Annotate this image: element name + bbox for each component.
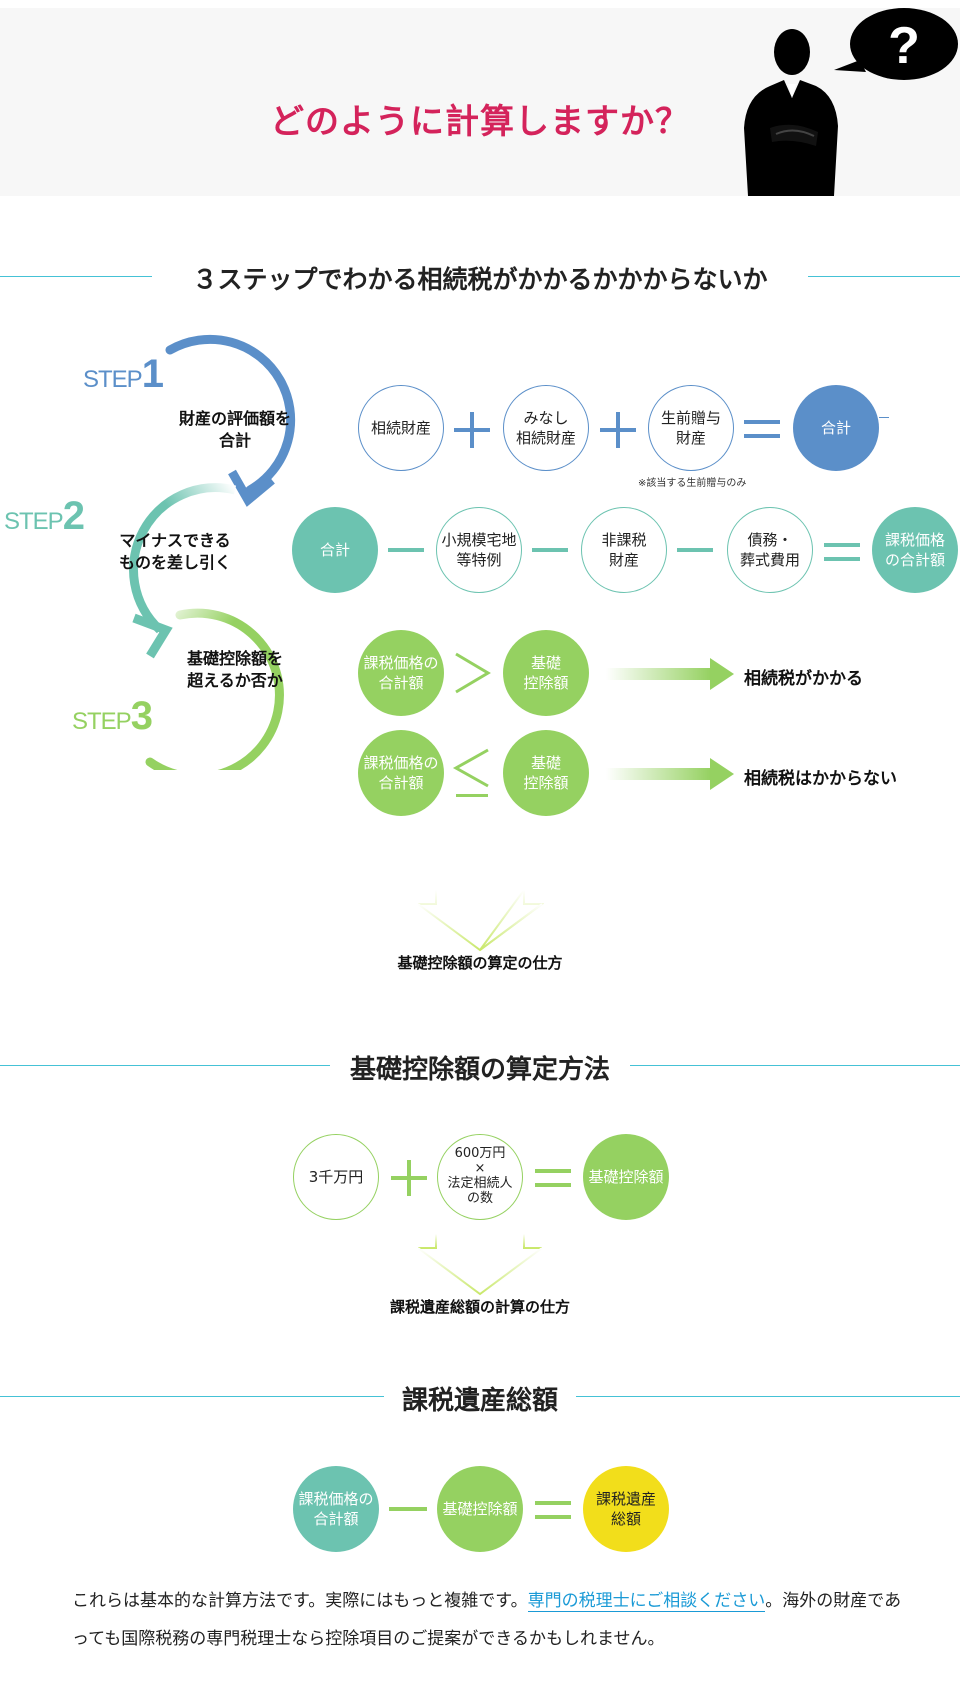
step1-text: 財産の評価額を 合計 bbox=[178, 409, 291, 451]
row2-debt-funeral: 債務・ 葬式費用 bbox=[727, 507, 813, 593]
step3-text: 基礎控除額を 超えるか否か bbox=[186, 649, 283, 691]
formula3-taxable-total: 課税価格の 合計額 bbox=[293, 1466, 379, 1552]
chevron-down-icon bbox=[417, 1234, 543, 1296]
minus-icon bbox=[388, 548, 424, 552]
down2-label: 課税遺産総額の計算の仕方 bbox=[389, 1298, 570, 1316]
step2-label: STEP2 bbox=[4, 494, 85, 538]
section2-title: 基礎控除額の算定方法 bbox=[349, 1055, 610, 1085]
compare2-basic-deduction: 基礎 控除額 bbox=[503, 730, 589, 816]
step2-text: マイナスできる ものを差し引く bbox=[118, 531, 231, 573]
section3-title: 課税遺産総額 bbox=[401, 1386, 558, 1416]
minus-icon bbox=[677, 548, 713, 552]
equals-icon bbox=[535, 1501, 571, 1519]
row2-taxable-total: 課税価格 の合計額 bbox=[872, 507, 958, 593]
row1-inheritance-property: 相続財産 bbox=[358, 385, 444, 471]
formula3-taxable-estate: 課税遺産 総額 bbox=[583, 1466, 669, 1552]
step3-label: STEP3 bbox=[72, 694, 153, 738]
formula3-basic-deduction: 基礎控除額 bbox=[437, 1466, 523, 1552]
chevron-down-icon bbox=[417, 888, 544, 952]
plus-icon bbox=[454, 412, 490, 448]
hero-banner: どのように計算しますか？ ? bbox=[0, 8, 960, 196]
row2-tax-exempt-property: 非課税 財産 bbox=[581, 507, 667, 593]
equals-icon bbox=[535, 1169, 571, 1187]
compare1-result: 相続税がかかる bbox=[744, 669, 863, 689]
row1-note: ※該当する生前贈与のみ bbox=[638, 478, 747, 489]
row2-small-land-special: 小規模宅地 等特例 bbox=[436, 507, 522, 593]
arrow-right-icon bbox=[606, 658, 734, 690]
section1-title: ３ステップでわかる相続税がかかるかかからないか bbox=[192, 265, 768, 294]
step-flow-diagram bbox=[129, 334, 296, 770]
businessman-question-icon: ? bbox=[744, 8, 958, 196]
hero-title: どのように計算しますか？ bbox=[270, 102, 690, 142]
compare2-taxable-total: 課税価格の 合計額 bbox=[358, 730, 444, 816]
row1-gift-property: 生前贈与 財産 bbox=[648, 385, 734, 471]
consult-tax-accountant-link[interactable]: 専門の税理士にご相談ください bbox=[527, 1591, 766, 1612]
section2-line-right bbox=[630, 1065, 960, 1066]
section1-line-right bbox=[808, 276, 960, 277]
minus-icon bbox=[532, 548, 568, 552]
formula2-six-million-per-heir: 600万円 × 法定相続人 の数 bbox=[437, 1134, 523, 1220]
plus-icon bbox=[391, 1160, 427, 1196]
compare2-result: 相続税はかからない bbox=[744, 769, 897, 789]
less-equal-icon bbox=[452, 748, 489, 797]
section3-line-right bbox=[576, 1396, 960, 1397]
equals-icon bbox=[744, 420, 780, 438]
footer-text-after: 。海外の財産であっても国際税務の専門税理士なら控除項目のご提案ができるかもしれま… bbox=[72, 1591, 902, 1649]
arrow-right-icon bbox=[606, 758, 734, 790]
formula2-basic-deduction: 基礎控除額 bbox=[583, 1134, 669, 1220]
formula2-three-million: 3千万円 bbox=[293, 1134, 379, 1220]
greater-than-icon bbox=[455, 652, 491, 694]
row2-total: 合計 bbox=[292, 507, 378, 593]
step1-label: STEP1 bbox=[83, 352, 164, 396]
equals-icon bbox=[824, 543, 860, 561]
footer-paragraph: これらは基本的な計算方法です。実際にはもっと複雑です。専門の税理士にご相談くださ… bbox=[72, 1582, 902, 1658]
compare1-taxable-total: 課税価格の 合計額 bbox=[358, 630, 444, 716]
compare1-basic-deduction: 基礎 控除額 bbox=[503, 630, 589, 716]
row1-tail-line bbox=[879, 417, 889, 418]
footer-text-before: これらは基本的な計算方法です。実際にはもっと複雑です。 bbox=[72, 1591, 528, 1611]
minus-icon bbox=[389, 1507, 427, 1511]
row1-total: 合計 bbox=[793, 385, 879, 471]
plus-icon bbox=[600, 412, 636, 448]
svg-text:?: ? bbox=[888, 17, 920, 75]
section1-line-left bbox=[0, 276, 152, 277]
down1-label: 基礎控除額の算定の仕方 bbox=[397, 954, 563, 972]
row1-deemed-property: みなし 相続財産 bbox=[503, 385, 589, 471]
section3-line-left bbox=[0, 1396, 384, 1397]
section2-line-left bbox=[0, 1065, 330, 1066]
